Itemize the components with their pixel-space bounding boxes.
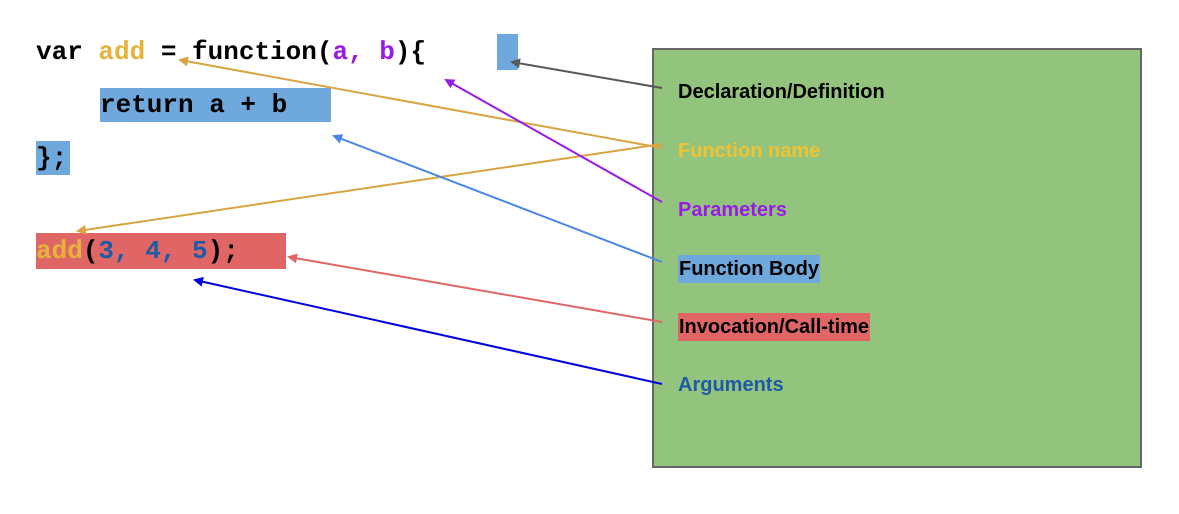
legend-function-name: Function name [678,140,821,162]
code-paren-close: ) [394,37,411,67]
function-body-highlight [100,88,331,122]
code-line-body: return a + b [100,87,287,123]
legend-arguments: Arguments [678,374,784,396]
arrow-arguments [193,276,663,385]
code-invocation-name: add [36,236,83,266]
code-param-a: a [332,37,349,67]
arrow-function-name-invocation [76,143,663,235]
arrow-function-name-declaration [178,56,663,149]
arrow-declaration [510,58,663,89]
code-arguments: 3, 4, 5 [98,236,208,266]
code-param-b: b [379,37,395,67]
code-closing-brace: }; [36,143,68,173]
arrow-invocation [287,253,663,323]
code-invocation-close: ); [207,236,239,266]
code-line-declaration: var add = function(a, b){ [36,34,426,70]
code-invocation-open: ( [82,236,99,266]
code-open-brace: { [410,37,427,67]
code-param-comma: , [348,37,380,67]
legend-parameters: Parameters [678,199,787,221]
code-var-keyword: var [36,37,99,67]
legend-invocation: Invocation/Call-time [678,313,871,341]
code-line-invocation: add(3, 4, 5); [36,233,239,269]
arrow-function-body [332,134,663,263]
code-function-keyword: = function( [145,37,333,67]
legend-function-body: Function Body [678,255,820,283]
arrow-parameters [444,79,663,203]
code-line-end: }; [36,140,67,176]
code-function-name: add [98,37,146,67]
closing-brace-highlight [36,141,70,175]
invocation-highlight [36,233,286,269]
code-return-statement: return a + b [100,90,288,120]
legend-declaration: Declaration/Definition [678,81,885,103]
